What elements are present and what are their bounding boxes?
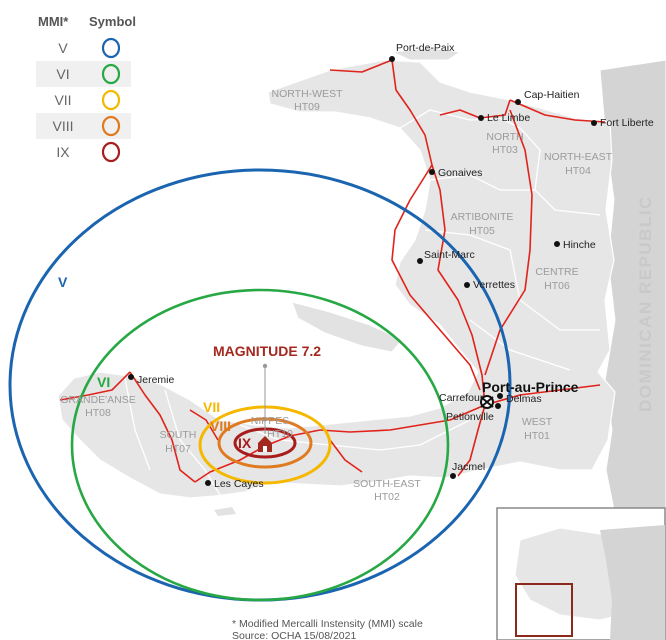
city-fort-liberte: Fort Liberte [600,117,654,129]
city-dot-les-cayes [205,480,211,486]
legend-symbol-ix [101,141,121,163]
city-petionville: Petionville [446,411,494,423]
city-dot-port-de-paix [389,56,395,62]
legend-level-vii: VII [54,92,71,108]
epicenter-dot [262,363,268,369]
department-labels: NORTH-WEST HT09 NORTH HT03 NORTH-EAST HT… [60,88,612,503]
legend-row-bg-viii [36,113,131,139]
footnote-scale: * Modified Mercalli Instensity (MMI) sca… [232,618,423,630]
city-jeremie: Jeremie [137,374,175,386]
legend-symbol-v [101,37,121,59]
ile-a-vache [214,507,236,516]
legend-level-vi: VI [56,66,69,82]
mmi-label-ix: IX [238,435,252,451]
legend-row-bg-vii [36,87,131,113]
legend-level-viii: VIII [52,118,73,134]
city-port-de-paix: Port-de-Paix [396,42,455,54]
city-dot-fort-liberte [591,120,597,126]
legend-header-symbol: Symbol [89,14,136,29]
legend: MMI* Symbol V VI VII VIII IX [36,14,136,165]
magnitude-label: MAGNITUDE 7.2 [213,343,321,359]
city-carrefour: Carrefour [439,392,484,404]
legend-level-ix: IX [56,144,70,160]
city-dot-gonaives [429,169,435,175]
city-jacmel: Jacmel [452,461,485,473]
legend-row-bg-v [36,35,131,61]
dept-artibonite-name: ARTIBONITE [451,211,514,223]
city-saint-marc: Saint-Marc [424,249,475,261]
mmi-label-vi: VI [97,374,110,390]
city-markers [128,56,597,486]
country-label: DOMINICAN REPUBLIC [636,195,655,412]
locator-inset [496,507,666,640]
dept-north-east-name: NORTH-EAST [544,151,613,163]
dept-nippes-name: NIPPES [251,415,290,427]
road-network [59,59,606,483]
ile-de-la-tortue [390,47,462,61]
ile-de-la-gonave [291,301,403,353]
city-port-au-prince: Port-au-Prince [482,379,579,395]
dept-south-east-name: SOUTH-EAST [353,478,421,490]
city-hinche: Hinche [563,239,596,251]
legend-header-mmi: MMI* [38,14,69,29]
dept-north-code: HT03 [492,144,518,156]
city-dot-le-limbe [478,115,484,121]
mmi-label-viii: VIII [210,418,231,434]
dept-grande-anse-name: GRANDE'ANSE [60,394,136,406]
city-cap-haitien: Cap-Haitien [524,89,580,101]
legend-symbol-vii [101,89,121,111]
dept-north-west-name: NORTH-WEST [272,88,344,100]
dept-centre-code: HT06 [544,280,570,292]
dept-west-name: WEST [522,416,553,428]
city-les-cayes: Les Cayes [214,478,264,490]
mmi-label-vii: VII [203,399,220,415]
city-gonaives: Gonaives [438,167,482,179]
dept-centre-name: CENTRE [535,266,578,278]
dept-south-code: HT07 [165,443,191,455]
dept-west-code: HT01 [524,430,550,442]
city-le-limbe: Le Limbe [487,112,530,124]
dept-north-east-code: HT04 [565,165,591,177]
city-dot-hinche [554,241,560,247]
city-dot-petionville [495,403,501,409]
city-labels: Port-de-Paix Cap-Haitien Le Limbe Fort L… [137,42,654,490]
dept-nippes-code: HT10 [267,428,293,440]
city-verrettes: Verrettes [473,279,515,291]
dept-north-west-code: HT09 [294,101,320,113]
port-au-prince-marker [480,395,494,409]
city-dot-jacmel [450,473,456,479]
dept-grande-anse-code: HT08 [85,407,111,419]
dept-north-name: NORTH [486,131,523,143]
dominican-republic-land [599,59,666,640]
legend-symbol-viii [101,115,121,137]
city-dot-jeremie [128,374,134,380]
dept-south-east-code: HT02 [374,491,400,503]
dept-artibonite-code: HT05 [469,225,495,237]
mmi-label-v: V [58,274,68,290]
inset-focus-box [515,583,573,637]
city-delmas: Delmas [506,393,542,405]
city-dot-delmas [497,393,503,399]
city-dot-cap-haitien [515,99,521,105]
dept-south-name: SOUTH [160,429,197,441]
legend-row-bg-ix [36,139,131,165]
city-dot-saint-marc [417,258,423,264]
haiti-land [57,59,616,499]
footnote-source: Source: OCHA 15/08/2021 [232,630,356,640]
mmi-ring-vi [70,288,450,602]
house-icon [258,436,272,452]
legend-row-bg-vi [36,61,131,87]
legend-symbol-vi [101,63,121,85]
legend-level-v: V [58,40,68,56]
city-dot-verrettes [464,282,470,288]
